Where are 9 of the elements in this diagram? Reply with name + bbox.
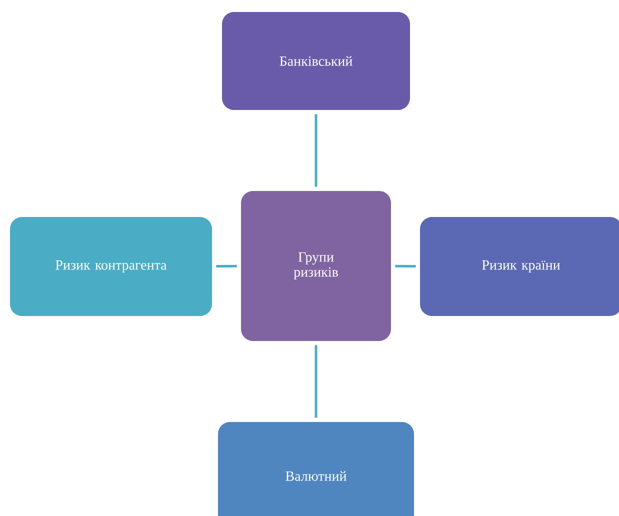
rounded-box: Валютний [218, 422, 414, 516]
rounded-box: Ризик контрагента [10, 217, 212, 316]
connector-line [314, 114, 318, 187]
connector-line [314, 345, 318, 418]
rounded-box: Групи ризиків [241, 191, 391, 341]
connector-line [395, 264, 416, 268]
rounded-box: Ризик країни [420, 217, 619, 316]
connector-line [216, 264, 237, 268]
rounded-box: Банківський [222, 12, 410, 110]
